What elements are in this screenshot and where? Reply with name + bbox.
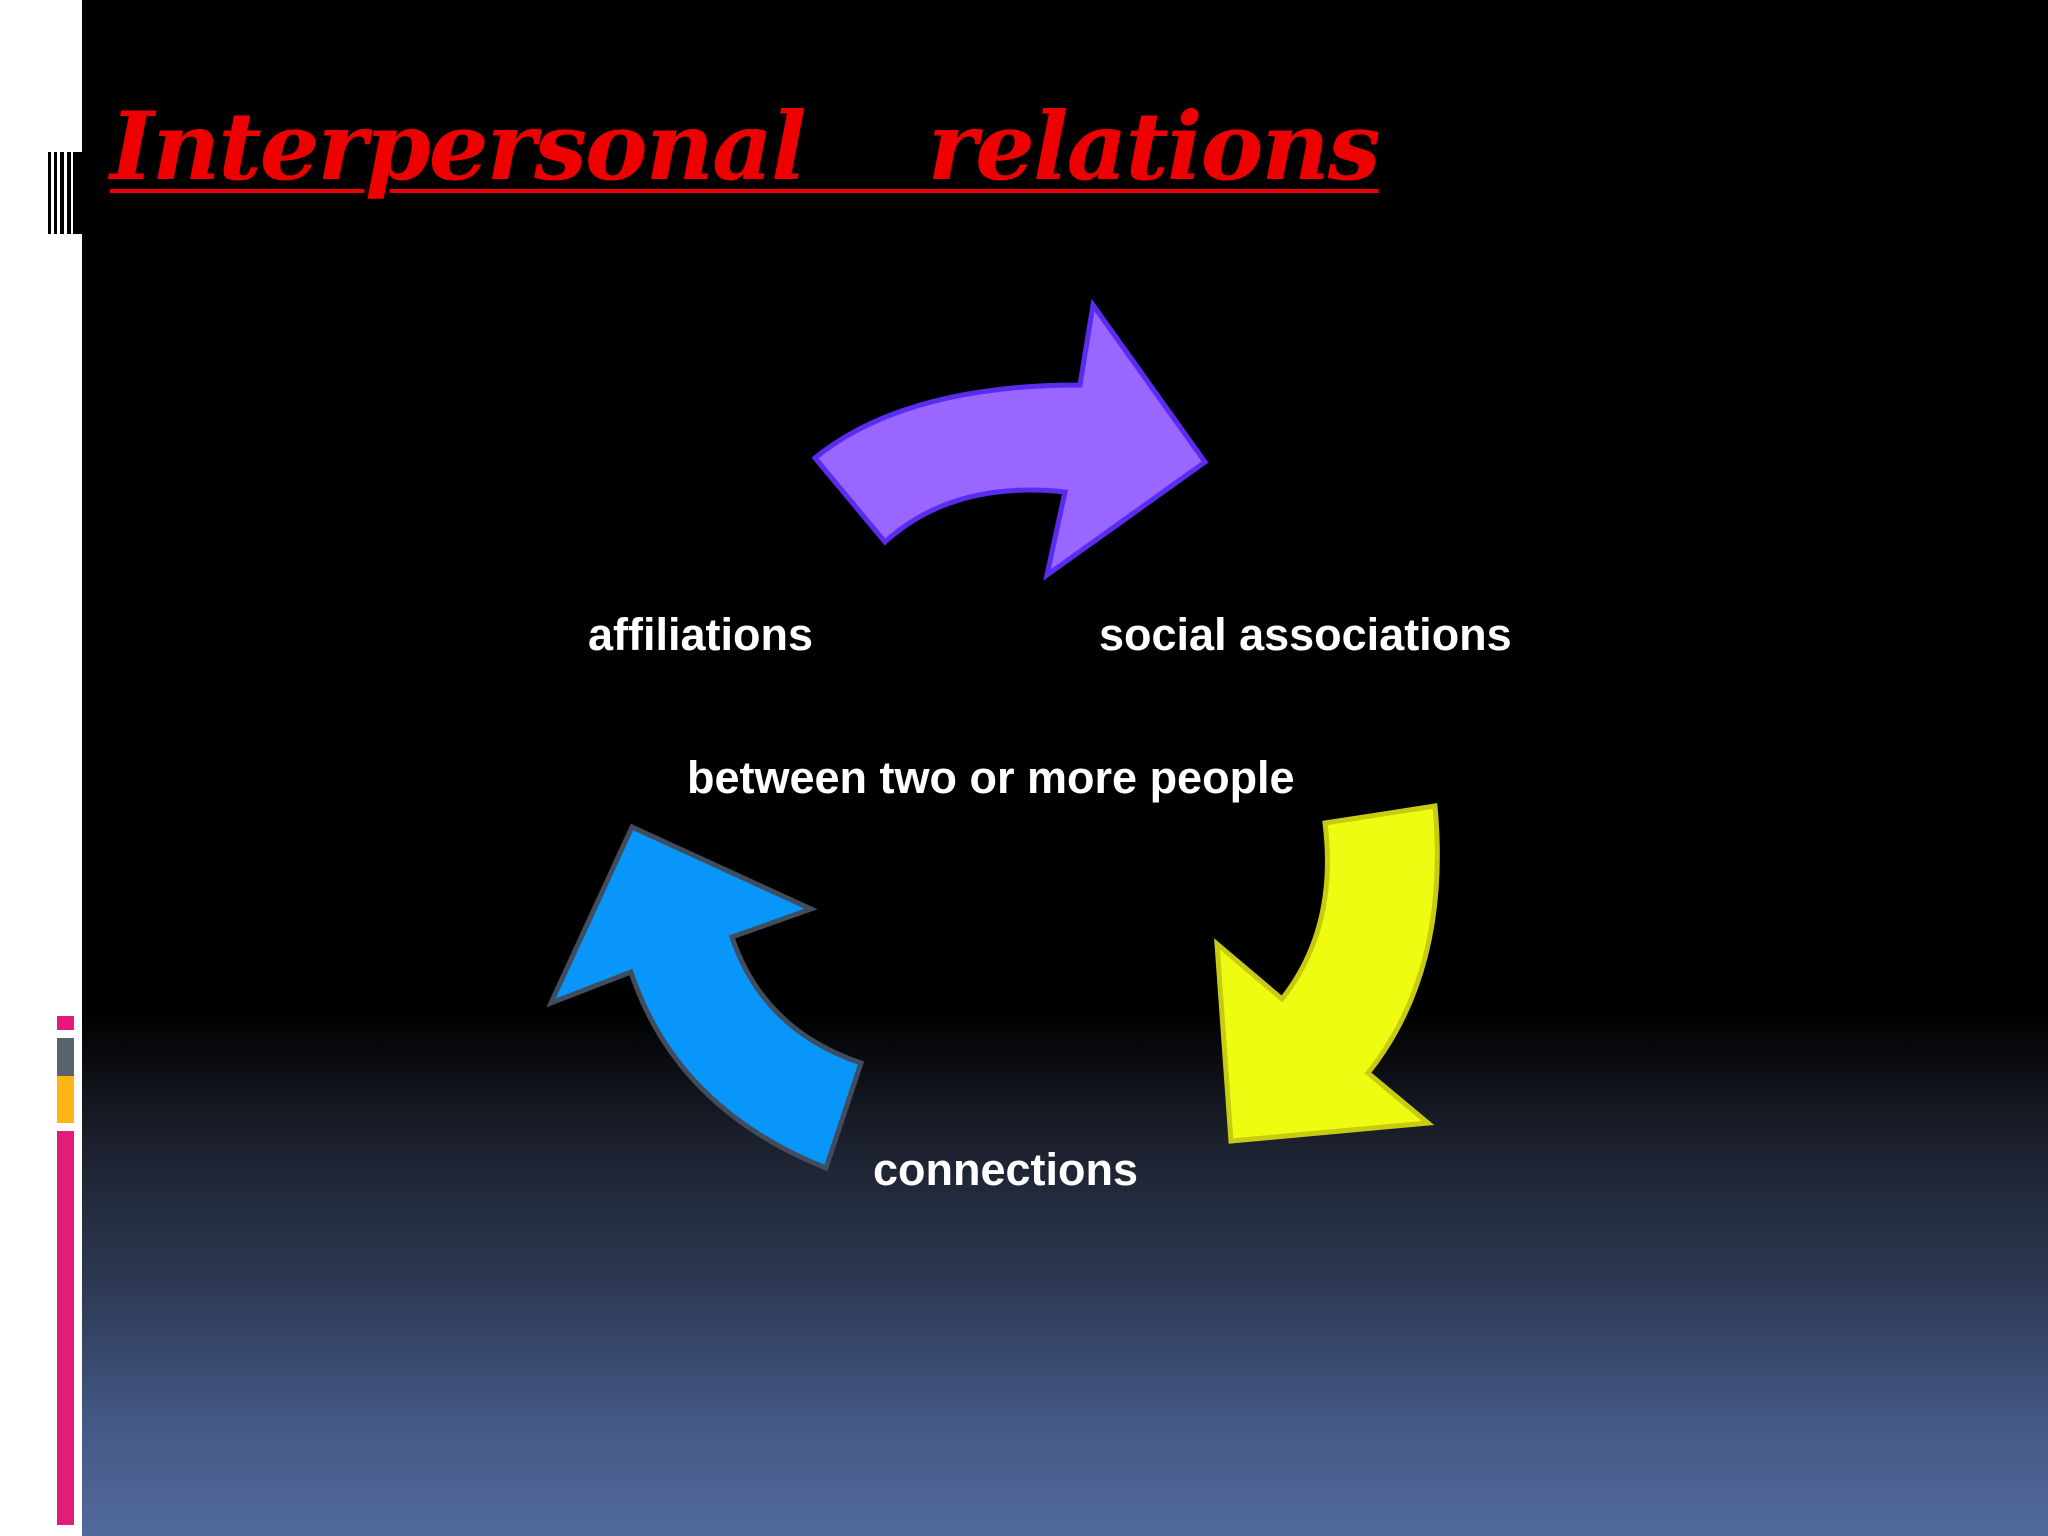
decorative-stripes xyxy=(48,152,82,234)
accent-bar-orange xyxy=(57,1076,74,1123)
label-connections: connections xyxy=(873,1144,1139,1195)
cycle-arrow-yellow xyxy=(1214,803,1440,1144)
cycle-arrow-purple xyxy=(811,298,1209,581)
cycle-arrow-blue xyxy=(546,823,865,1172)
slide-title: Interpersonal relations xyxy=(110,92,1381,202)
label-social-associations: social associations xyxy=(1099,609,1512,660)
label-center: between two or more people xyxy=(687,752,1295,803)
slide-background xyxy=(82,0,2048,1536)
accent-bar-pink-tall xyxy=(57,1131,74,1525)
accent-bar-pink-small xyxy=(57,1016,74,1030)
label-affiliations: affiliations xyxy=(588,609,814,660)
accent-bar-gray xyxy=(57,1038,74,1086)
